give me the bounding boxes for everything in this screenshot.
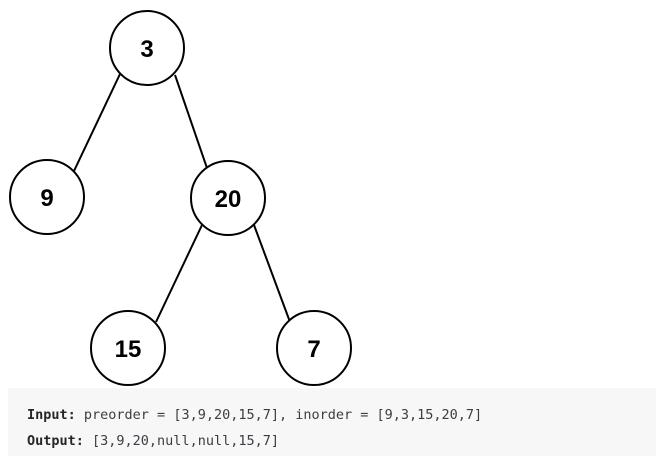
tree-node-9: 9 (9, 159, 85, 235)
edge-3-to-9 (73, 73, 121, 172)
node-label: 20 (215, 186, 242, 213)
tree-node-3: 3 (109, 10, 185, 86)
edge-20-to-7 (253, 224, 291, 323)
binary-tree-diagram: 3 9 20 15 7 (9, 10, 352, 386)
node-label: 3 (140, 36, 153, 63)
tree-node-7: 7 (276, 310, 352, 386)
output-value: [3,9,20,null,null,15,7] (83, 433, 279, 449)
node-label: 15 (115, 336, 142, 363)
output-line: Output: [3,9,20,null,null,15,7] (27, 428, 656, 454)
tree-node-15: 15 (90, 310, 166, 386)
node-label: 7 (307, 336, 320, 363)
output-label: Output: (27, 433, 84, 449)
tree-node-20: 20 (190, 160, 266, 236)
input-value: preorder = [3,9,20,15,7], inorder = [9,3… (75, 407, 483, 423)
edge-20-to-15 (155, 224, 203, 323)
example-code-block: Input: preorder = [3,9,20,15,7], inorder… (8, 388, 656, 456)
input-label: Input: (27, 407, 76, 423)
node-label: 9 (40, 185, 53, 212)
edge-3-to-20 (174, 74, 209, 172)
input-line: Input: preorder = [3,9,20,15,7], inorder… (27, 402, 656, 428)
